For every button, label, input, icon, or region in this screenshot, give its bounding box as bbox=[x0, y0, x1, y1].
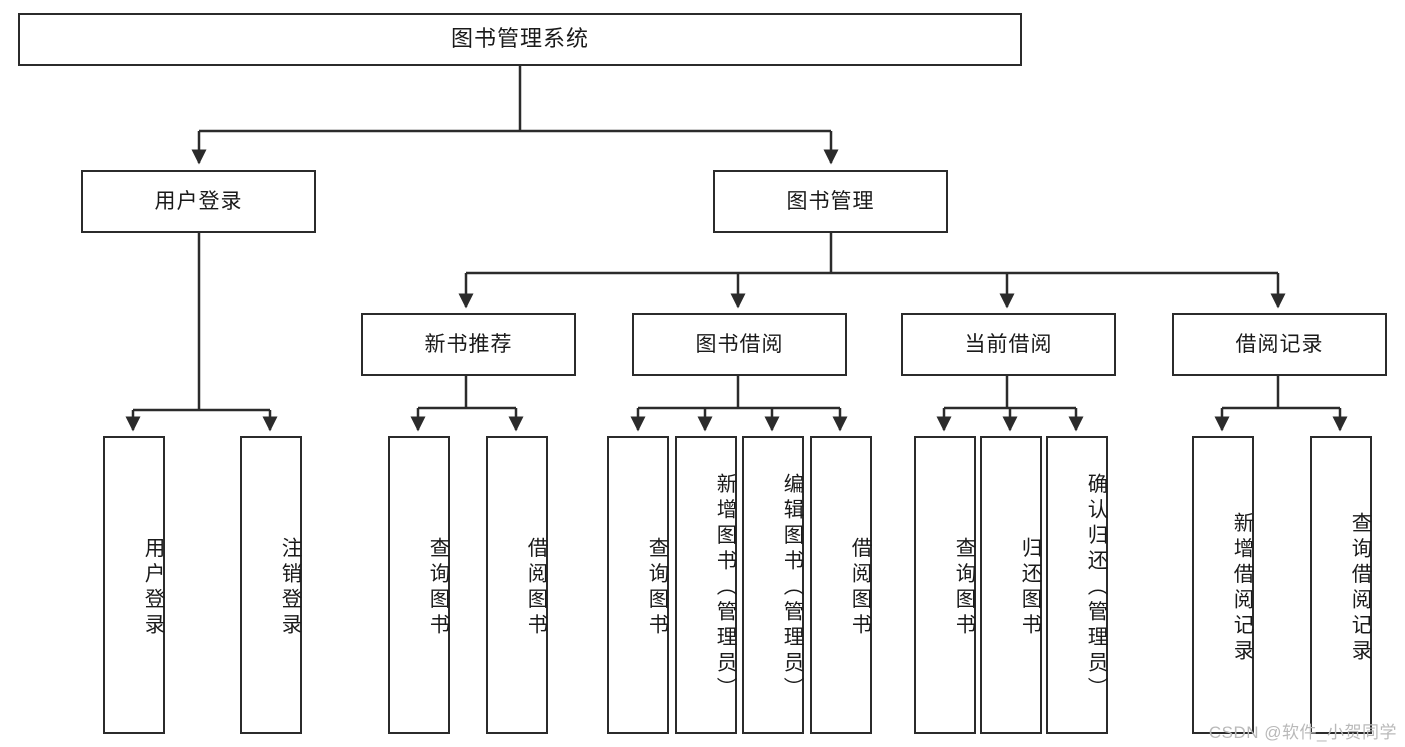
node-label: 注销登录 bbox=[278, 537, 301, 639]
node-label: 编辑图书（管理员） bbox=[780, 473, 803, 703]
node-label: 用户登录 bbox=[141, 537, 164, 639]
leaf-record-query-record[interactable]: 查询借阅记录 bbox=[1310, 436, 1372, 734]
leaf-current-return-book[interactable]: 归还图书 bbox=[980, 436, 1042, 734]
node-borrow-record[interactable]: 借阅记录 bbox=[1172, 313, 1387, 376]
node-label: 查询借阅记录 bbox=[1348, 511, 1371, 665]
node-label: 图书管理 bbox=[786, 189, 875, 213]
node-label: 新书推荐 bbox=[424, 332, 513, 356]
node-current-borrow[interactable]: 当前借阅 bbox=[901, 313, 1116, 376]
leaf-user-login-login[interactable]: 用户登录 bbox=[103, 436, 165, 734]
node-label: 查询图书 bbox=[645, 537, 668, 639]
node-book-management[interactable]: 图书管理 bbox=[713, 170, 948, 233]
node-label: 借阅记录 bbox=[1235, 332, 1324, 356]
node-label: 图书借阅 bbox=[695, 332, 784, 356]
node-label: 确认归还（管理员） bbox=[1084, 473, 1107, 703]
node-label: 用户登录 bbox=[154, 189, 243, 213]
leaf-current-query-book[interactable]: 查询图书 bbox=[914, 436, 976, 734]
leaf-recommend-borrow-book[interactable]: 借阅图书 bbox=[486, 436, 548, 734]
node-label: 新增借阅记录 bbox=[1230, 511, 1253, 665]
leaf-borrow-borrow-book[interactable]: 借阅图书 bbox=[810, 436, 872, 734]
leaf-current-confirm-return-admin[interactable]: 确认归还（管理员） bbox=[1046, 436, 1108, 734]
leaf-record-add-record[interactable]: 新增借阅记录 bbox=[1192, 436, 1254, 734]
node-user-login[interactable]: 用户登录 bbox=[81, 170, 316, 233]
leaf-user-login-logout[interactable]: 注销登录 bbox=[240, 436, 302, 734]
node-label: 图书管理系统 bbox=[450, 26, 589, 52]
node-book-borrow[interactable]: 图书借阅 bbox=[632, 313, 847, 376]
node-label: 借阅图书 bbox=[848, 537, 871, 639]
node-label: 查询图书 bbox=[952, 537, 975, 639]
leaf-recommend-query-book[interactable]: 查询图书 bbox=[388, 436, 450, 734]
leaf-borrow-edit-book-admin[interactable]: 编辑图书（管理员） bbox=[742, 436, 804, 734]
leaf-borrow-add-book-admin[interactable]: 新增图书（管理员） bbox=[675, 436, 737, 734]
node-label: 归还图书 bbox=[1018, 537, 1041, 639]
node-label: 当前借阅 bbox=[964, 332, 1053, 356]
leaf-borrow-query-book[interactable]: 查询图书 bbox=[607, 436, 669, 734]
node-label: 查询图书 bbox=[426, 537, 449, 639]
node-label: 新增图书（管理员） bbox=[713, 473, 736, 703]
node-label: 借阅图书 bbox=[524, 537, 547, 639]
node-new-book-recommend[interactable]: 新书推荐 bbox=[361, 313, 576, 376]
node-root-system[interactable]: 图书管理系统 bbox=[18, 13, 1022, 66]
csdn-watermark: CSDN @软件_小贺同学 bbox=[1208, 723, 1397, 742]
